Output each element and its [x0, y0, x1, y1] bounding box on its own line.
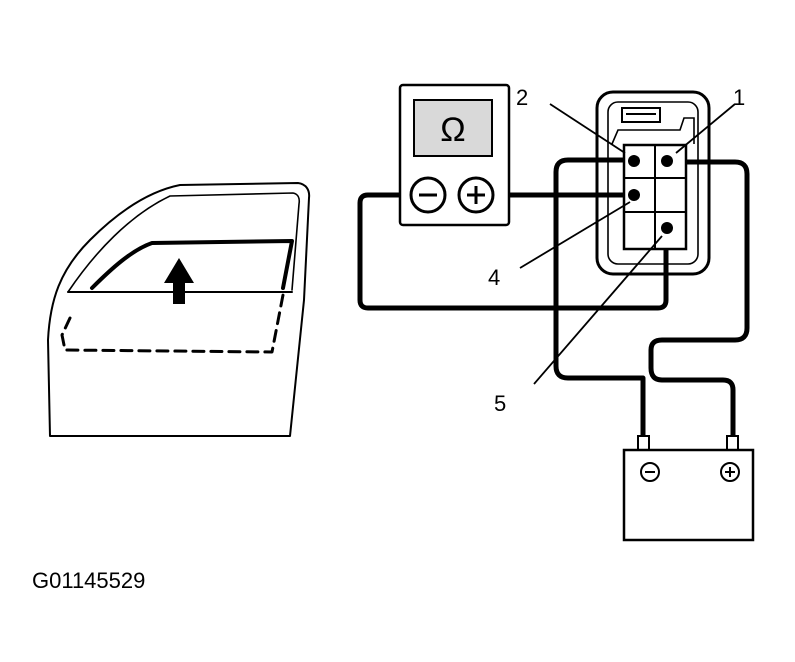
window-glass-lowered-dashed: [60, 293, 285, 354]
connector-outer-housing: [595, 90, 711, 276]
callout-4: 4: [488, 265, 500, 290]
leader-1: [675, 103, 736, 154]
battery-plus-terminal-icon: [720, 462, 740, 482]
battery-plus-post: [726, 435, 739, 451]
battery-minus-post: [637, 435, 650, 451]
ohm-symbol: Ω: [440, 111, 465, 149]
battery-minus-terminal-icon: [640, 462, 660, 482]
window-glass-top: [90, 239, 294, 290]
connector-latch: [621, 107, 661, 123]
wires: [357, 157, 750, 450]
terminal-5-probe: [661, 222, 673, 234]
leader-2: [549, 103, 626, 154]
ohmmeter-plus-terminal: [457, 176, 495, 214]
terminal-1-probe: [661, 155, 673, 167]
callout-leaders: [519, 103, 736, 385]
connector-shoulder: [611, 117, 695, 145]
callout-1: 1: [733, 85, 745, 110]
ohmmeter-display: [413, 99, 493, 157]
terminal-2-probe: [628, 155, 640, 167]
ohmmeter-minus-terminal: [409, 176, 447, 214]
up-arrow-icon: [164, 258, 194, 304]
figure-reference-code: G01145529: [32, 568, 145, 593]
door-frame-inner: [67, 192, 301, 293]
callout-5: 5: [494, 391, 506, 416]
wire-meter-minus-to-terminal-5: [357, 192, 669, 311]
wire-battery-minus-to-terminal-2: [553, 157, 646, 450]
car-door: [47, 182, 311, 437]
door-outline: [47, 182, 311, 437]
callout-2: 2: [516, 85, 528, 110]
ohmmeter: Ω: [398, 83, 511, 227]
terminal-4-probe: [628, 189, 640, 201]
wire-battery-plus-to-terminal-1: [648, 159, 750, 450]
leader-5: [533, 235, 663, 385]
connector-inner-housing: [607, 101, 699, 265]
leader-4: [519, 201, 631, 269]
switch-connector: [595, 90, 711, 276]
battery: [622, 435, 755, 542]
plus-icon: [467, 186, 485, 204]
